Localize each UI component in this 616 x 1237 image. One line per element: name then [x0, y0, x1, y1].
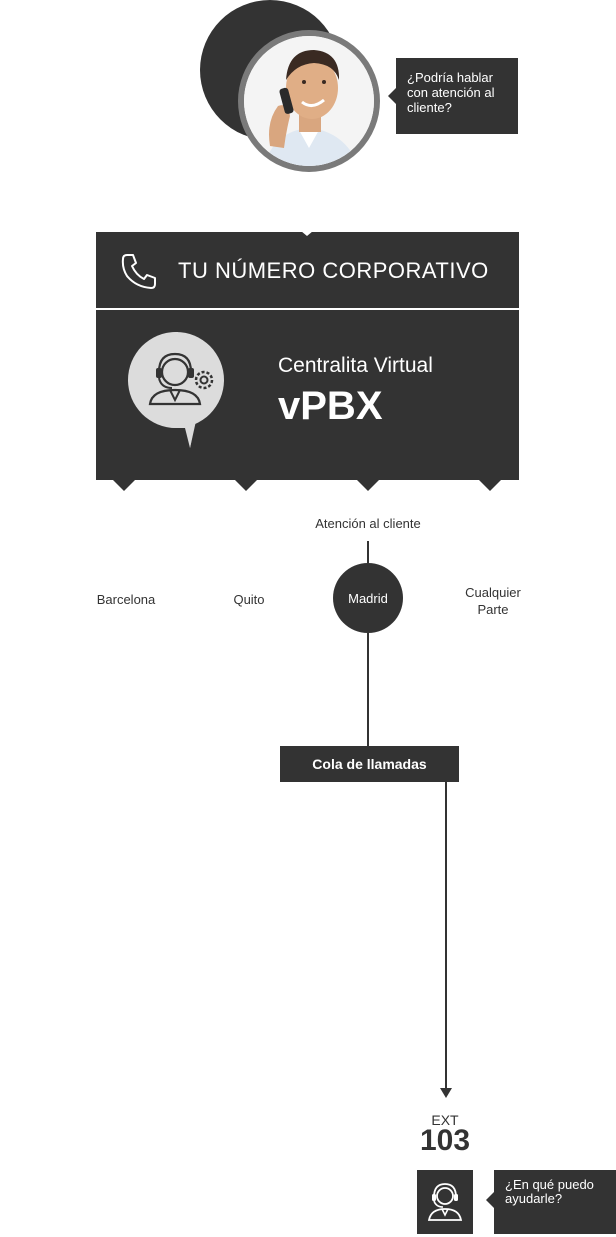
location-madrid: Madrid — [333, 563, 403, 633]
headset-agent-icon — [417, 1183, 473, 1237]
department-label: Atención al cliente — [315, 516, 421, 531]
branch-notch — [235, 480, 257, 491]
corporate-number-header: TU NÚMERO CORPORATIVO — [96, 231, 519, 308]
caller-photo — [238, 30, 380, 172]
location-anywhere: Cualquier Parte — [465, 585, 521, 617]
arrow-head-icon — [440, 1088, 452, 1098]
agent-speech-text: ¿En qué puedo ayudarle? — [505, 1177, 594, 1206]
phone-icon — [118, 250, 160, 297]
caller-speech-bubble: ¿Podría hablar con atención al cliente? — [388, 58, 518, 134]
location-barcelona: Barcelona — [96, 592, 156, 607]
vpbx-subtitle: Centralita Virtual — [278, 354, 433, 377]
branch-notch — [357, 480, 379, 491]
location-quito: Quito — [233, 592, 265, 607]
corporate-number-title: TU NÚMERO CORPORATIVO — [178, 258, 489, 283]
extension-label: EXT — [431, 1112, 459, 1128]
call-queue-box: Cola de llamadas — [280, 746, 459, 782]
header-divider — [96, 308, 519, 310]
call-queue-label: Cola de llamadas — [312, 756, 427, 772]
caller-speech-text: ¿Podría hablar con atención al cliente? — [407, 70, 495, 115]
branch-notch — [113, 480, 135, 491]
man-on-phone-photo — [244, 36, 374, 166]
vpbx-title: vPBX — [278, 384, 383, 428]
location-madrid-label: Madrid — [348, 590, 388, 606]
headset-agent-gear-icon — [128, 332, 228, 453]
extension-agent-box — [417, 1170, 473, 1234]
agent-speech-bubble: ¿En qué puedo ayudarle? — [486, 1170, 616, 1234]
vpbx-block: Centralita Virtual vPBX — [96, 310, 519, 480]
connector-line — [367, 541, 369, 563]
branch-notch — [479, 480, 501, 491]
connector-line — [367, 633, 369, 746]
extension-number: 103 — [419, 1124, 471, 1157]
connector-line — [445, 782, 447, 1090]
